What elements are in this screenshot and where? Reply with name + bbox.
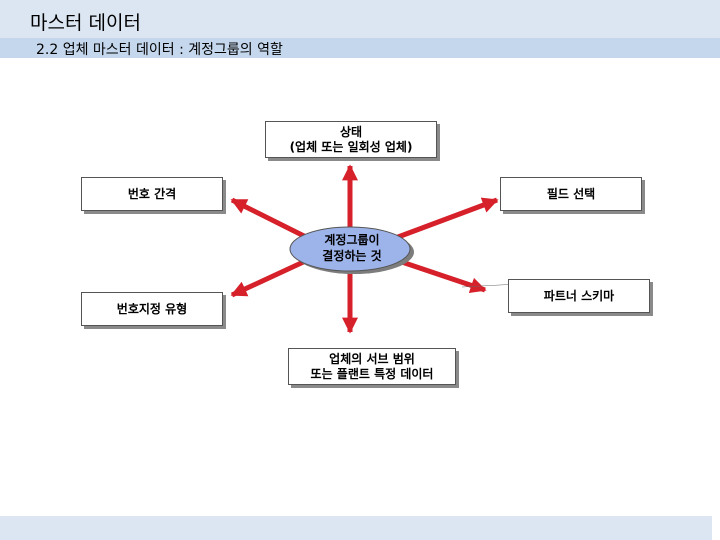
- footer-bar: [0, 516, 712, 540]
- header-bar: [0, 0, 720, 38]
- node-number-range-label: 번호 간격: [127, 186, 177, 201]
- node-number-assignment-label: 번호지정 유형: [116, 301, 188, 316]
- node-number-assignment: 번호지정 유형: [81, 292, 223, 326]
- node-partner-schema: 파트너 스키마: [508, 279, 650, 313]
- center-label-line1: 계정그룹이: [324, 233, 380, 247]
- center-ellipse: [289, 226, 411, 272]
- page-subtitle: 2.2 업체 마스터 데이터 : 계정그룹의 역할: [36, 42, 283, 58]
- node-status: 상태 (업체 또는 일회성 업체): [265, 121, 437, 158]
- node-sub-range-line1: 업체의 서브 범위: [329, 351, 415, 366]
- page-title: 마스터 데이터: [30, 12, 141, 34]
- node-sub-range: 업체의 서브 범위 또는 플랜트 특정 데이터: [288, 348, 456, 385]
- arrow-to-number-assignment: [230, 255, 314, 298]
- arrows: [230, 164, 499, 334]
- node-partner-schema-label: 파트너 스키마: [543, 288, 615, 303]
- node-field-selection: 필드 선택: [500, 177, 642, 211]
- arrow-to-field-selection: [389, 197, 499, 243]
- arrow-to-partner-schema: [389, 255, 487, 293]
- arrow-to-number-range: [230, 197, 314, 243]
- center-label: 계정그룹이 결정하는 것: [292, 232, 412, 264]
- center-label-line2: 결정하는 것: [322, 249, 382, 263]
- node-status-line2: (업체 또는 일회성 업체): [289, 139, 413, 154]
- subtitle-bar: [0, 38, 720, 58]
- node-number-range: 번호 간격: [81, 177, 223, 211]
- node-field-selection-label: 필드 선택: [546, 186, 596, 201]
- node-status-line1: 상태: [339, 124, 363, 139]
- node-sub-range-line2: 또는 플랜트 특정 데이터: [310, 366, 434, 381]
